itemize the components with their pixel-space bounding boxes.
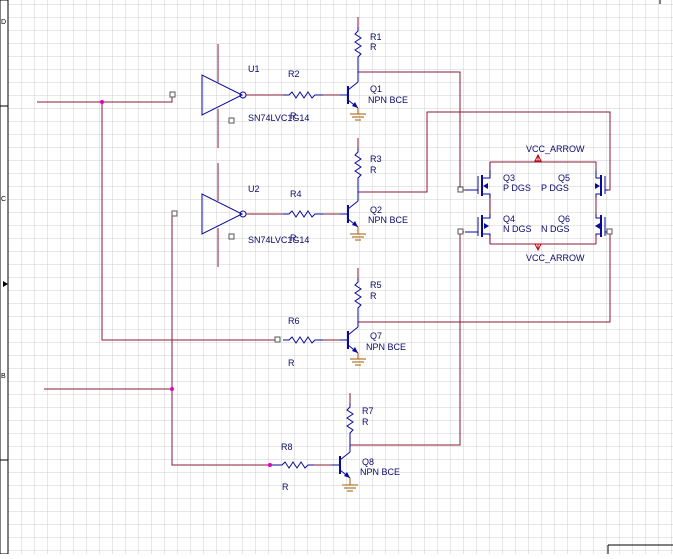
q4-ref: Q4 [503, 214, 515, 224]
transistor-q2[interactable]: Q2 NPN BCE [340, 183, 408, 241]
resistor-r7[interactable]: R7 R [346, 393, 374, 438]
resistor-r1[interactable]: R1 R [354, 17, 382, 62]
q2-value: NPN BCE [368, 215, 408, 225]
mosfet-q6[interactable]: Q6 N DGS [541, 214, 613, 237]
center-arrow-marker [3, 281, 8, 287]
resistor-r5[interactable]: R5 R [354, 268, 382, 313]
transistor-q1[interactable]: Q1 NPN BCE [340, 62, 408, 121]
r7-ref: R7 [362, 406, 374, 416]
mosfet-q5[interactable]: Q5 P DGS [541, 170, 608, 198]
q4-value: N DGS [503, 224, 532, 234]
junction-dot [268, 463, 272, 467]
r4-ref: R4 [290, 189, 302, 199]
q5-ref: Q5 [558, 173, 570, 183]
r2-value: R [290, 111, 297, 121]
row-marker-d: D [1, 19, 6, 26]
junction-dot [100, 100, 104, 104]
q5-value: P DGS [541, 183, 569, 193]
buffer-u2[interactable]: U2 SN74LVC1G14 [171, 163, 309, 267]
row-marker-b: B [1, 373, 6, 380]
r7-value: R [362, 417, 369, 427]
q2-ref: Q2 [370, 205, 382, 215]
row-marker-c: C [1, 196, 6, 203]
q6-value: N DGS [541, 224, 570, 234]
r1-ref: R1 [370, 32, 382, 42]
q3-ref: Q3 [503, 173, 515, 183]
resistor-r4[interactable]: R4 R [283, 189, 323, 243]
r8-value: R [282, 482, 289, 492]
r3-ref: R3 [370, 154, 382, 164]
transistor-q7[interactable]: Q7 NPN BCE [340, 313, 406, 366]
mosfet-q3[interactable]: Q3 P DGS [457, 170, 531, 198]
q6-ref: Q6 [558, 214, 570, 224]
resistor-r2[interactable]: R2 R [283, 69, 323, 121]
u1-ref: U1 [248, 64, 260, 74]
r5-value: R [370, 291, 377, 301]
q1-ref: Q1 [370, 84, 382, 94]
resistor-r6[interactable]: R6 R [274, 316, 323, 368]
u2-ref: U2 [248, 184, 260, 194]
vcc-top-label: VCC_ARROW [526, 144, 585, 154]
resistor-r8[interactable]: R8 R [272, 442, 314, 492]
power-flag-bottom[interactable]: VCC_ARROW [526, 243, 585, 263]
u1-value: SN74LVC1G14 [248, 113, 309, 123]
r5-ref: R5 [370, 280, 382, 290]
q8-value: NPN BCE [360, 467, 400, 477]
u2-value: SN74LVC1G14 [248, 235, 309, 245]
r1-value: R [370, 42, 377, 52]
r2-ref: R2 [288, 69, 300, 79]
buffer-u1[interactable]: U1 SN74LVC1G14 [169, 44, 309, 148]
resistor-r3[interactable]: R3 R [354, 138, 382, 183]
r6-value: R [288, 358, 295, 368]
mosfet-q4[interactable]: Q4 N DGS [457, 214, 532, 237]
q1-value: NPN BCE [368, 95, 408, 105]
q3-value: P DGS [503, 183, 531, 193]
r6-ref: R6 [288, 316, 300, 326]
r3-value: R [370, 165, 377, 175]
junction-dot [170, 387, 174, 391]
power-flag-top[interactable]: VCC_ARROW [526, 144, 585, 162]
q7-ref: Q7 [370, 331, 382, 341]
junctions [100, 100, 272, 467]
r4-value: R [290, 233, 297, 243]
transistor-q8[interactable]: Q8 NPN BCE [332, 438, 400, 492]
r8-ref: R8 [281, 442, 293, 452]
vcc-bottom-label: VCC_ARROW [526, 253, 585, 263]
q7-value: NPN BCE [366, 342, 406, 352]
q8-ref: Q8 [362, 457, 374, 467]
